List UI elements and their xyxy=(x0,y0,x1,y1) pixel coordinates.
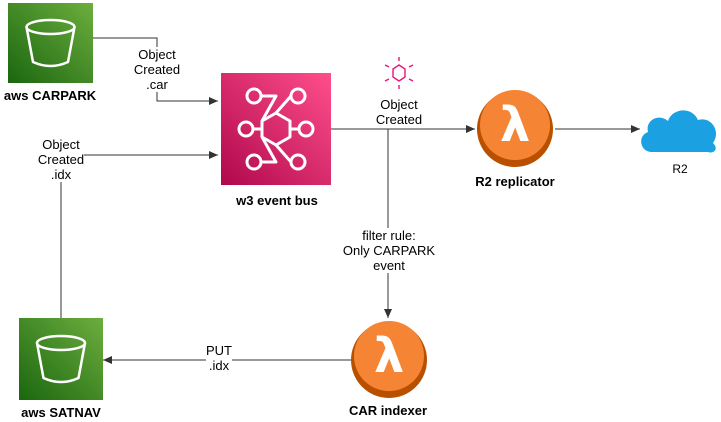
edge-label-line: .car xyxy=(146,77,168,92)
svg-text:λ: λ xyxy=(500,97,530,153)
edge-label-line: Only CARPARK xyxy=(342,243,436,258)
s3-bucket-icon xyxy=(8,3,93,83)
lambda-icon: λ xyxy=(351,321,427,398)
edge-label-line: PUT xyxy=(206,343,232,358)
edge-label-indexer-to-satnav: PUT .idx xyxy=(206,343,232,373)
event-bus-label: w3 event bus xyxy=(236,193,318,208)
satnav-label: aws SATNAV xyxy=(21,405,101,420)
edge-label-carpark-to-bus: Object Created .car xyxy=(133,47,181,92)
r2-replicator-label: R2 replicator xyxy=(475,174,555,189)
car-indexer-label: CAR indexer xyxy=(348,403,428,418)
edge-label-bus-to-replicator: Object Created xyxy=(376,97,422,127)
edge-label-line: event xyxy=(373,258,405,273)
edge-label-line: Object xyxy=(42,137,80,152)
edge-label-line: Object xyxy=(380,97,418,112)
s3-bucket-icon xyxy=(19,318,103,400)
edge-label-line: filter rule: xyxy=(362,228,416,243)
edge-label-bus-to-indexer: filter rule: Only CARPARK event xyxy=(342,228,436,273)
cloud-icon xyxy=(641,110,717,153)
edge-satnav-to-bus xyxy=(60,151,218,318)
svg-text:λ: λ xyxy=(374,328,404,384)
lambda-icon: λ xyxy=(477,90,553,167)
edge-label-line: Created xyxy=(375,112,423,127)
edge-label-line: Object xyxy=(138,47,176,62)
edge-label-line: .idx xyxy=(50,167,72,182)
carpark-label: aws CARPARK xyxy=(3,88,97,103)
r2-label: R2 xyxy=(672,162,688,177)
edge-label-line: .idx xyxy=(208,358,230,373)
eventbridge-icon xyxy=(221,73,331,185)
event-icon xyxy=(384,57,414,89)
edge-label-satnav-to-bus: Object Created .idx xyxy=(37,137,85,182)
edge-label-line: Created xyxy=(133,62,181,77)
edge-label-line: Created xyxy=(37,152,85,167)
